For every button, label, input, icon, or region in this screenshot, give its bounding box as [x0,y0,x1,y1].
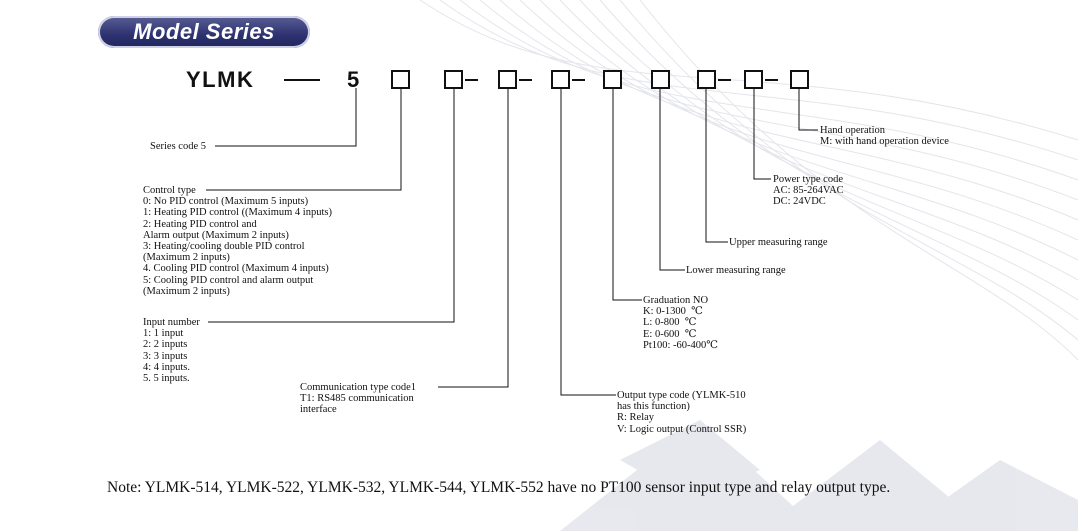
label-communication-type: Communication type code1 T1: RS485 commu… [300,382,417,416]
leader-lower-range [659,88,685,271]
label-control-type: Control type 0: No PID control (Maximum … [143,185,332,297]
code-dash [572,79,585,81]
leader-power-type [753,88,771,180]
leader-input-number [208,88,455,323]
label-series-code: Series code 5 [150,141,206,152]
label-lower-range: Lower measuring range [686,265,786,276]
code-dash [765,79,778,81]
label-power-type: Power type code AC: 85-264VAC DC: 24VDC [773,174,844,208]
label-output-type: Output type code (YLMK-510 has this func… [617,390,747,435]
label-hand-operation: Hand operation M: with hand operation de… [820,125,949,148]
leader-communication [438,88,509,388]
code-dash [465,79,478,81]
label-upper-range: Upper measuring range [729,237,828,248]
leader-hand-operation [798,88,818,131]
code-dash [718,79,731,81]
leader-control-type [206,88,402,191]
leader-upper-range [705,88,728,243]
label-graduation: Graduation NO K: 0-1300 ℃ L: 0-800 ℃ E: … [643,295,719,351]
leader-graduation [612,88,642,301]
footnote: Note: YLMK-514, YLMK-522, YLMK-532, YLMK… [107,479,891,496]
model-digit: 5 [347,67,361,92]
prefix-dash [284,79,320,81]
model-prefix: YLMK [186,67,255,92]
label-input-number: Input number 1: 1 input 2: 2 inputs 3: 3… [143,317,200,385]
leader-series-code [215,88,357,147]
model-series-badge: Model Series [98,16,310,48]
leader-output-type [560,88,616,396]
code-dash [519,79,532,81]
